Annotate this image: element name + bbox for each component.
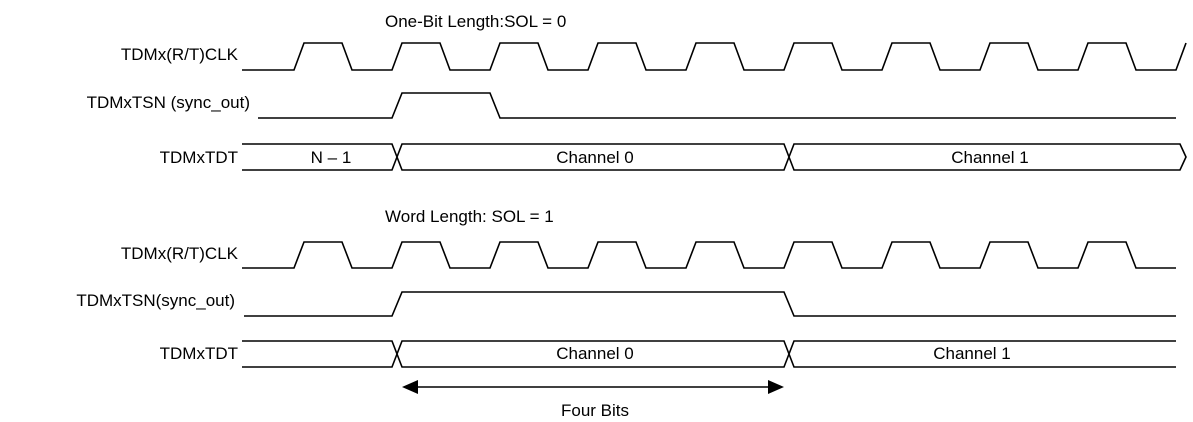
- section-one-bit-length: One-Bit Length:SOL = 0 TDMx(R/T)CLK TDMx…: [87, 12, 1187, 171]
- clk-waveform-2: [242, 241, 1176, 269]
- clk-waveform-1: [242, 42, 1187, 71]
- data-bus-2: [242, 340, 1176, 368]
- data-cell-channel-1-1: Channel 1: [951, 148, 1029, 167]
- data-cell-channel-0-2: Channel 0: [556, 344, 634, 363]
- section-2-title: Word Length: SOL = 1: [385, 207, 554, 226]
- data-label-2: TDMxTDT: [160, 344, 238, 363]
- span-arrow-left-head: [402, 380, 418, 394]
- clk-label-2: TDMx(R/T)CLK: [121, 244, 239, 263]
- data-label-1: TDMxTDT: [160, 148, 238, 167]
- section-word-length: Word Length: SOL = 1 TDMx(R/T)CLK TDMxTS…: [76, 207, 1176, 420]
- span-arrow-right-head: [768, 380, 784, 394]
- sync-waveform-2: [244, 291, 1176, 317]
- span-label: Four Bits: [561, 401, 629, 420]
- sync-waveform-1: [258, 92, 1176, 119]
- section-1-title: One-Bit Length:SOL = 0: [385, 12, 566, 31]
- data-bus-1: [242, 143, 1187, 171]
- data-cell-n-minus-1: N – 1: [311, 148, 352, 167]
- clk-label-1: TDMx(R/T)CLK: [121, 45, 239, 64]
- sync-label-2: TDMxTSN(sync_out): [76, 291, 235, 310]
- data-cell-channel-0-1: Channel 0: [556, 148, 634, 167]
- data-cell-channel-1-2: Channel 1: [933, 344, 1011, 363]
- four-bits-span: Four Bits: [402, 380, 784, 420]
- sync-label-1: TDMxTSN (sync_out): [87, 93, 250, 112]
